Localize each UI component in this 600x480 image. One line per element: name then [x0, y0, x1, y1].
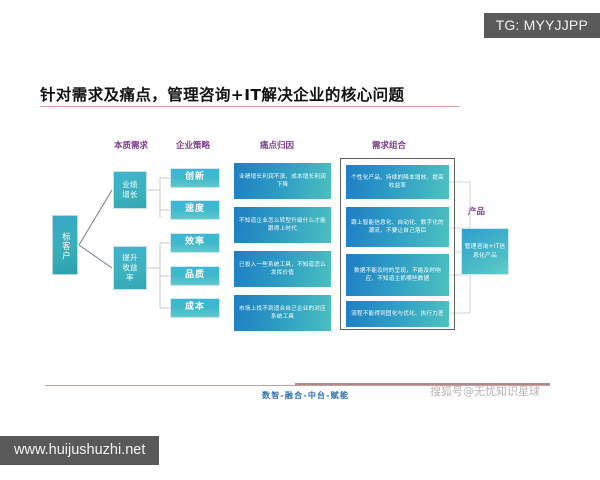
node-strategy-efficiency[interactable]: 效率	[170, 233, 220, 253]
column-header-pain-points: 痛点归因	[260, 141, 295, 151]
footer-divider	[45, 385, 550, 386]
node-demand-2[interactable]: 跟上智能信息化、自动化、数字化的潮流，不要让自己落后	[346, 207, 449, 247]
node-demand-3[interactable]: 数据不能及时的呈现，不能及时响应、不知道主抓哪些数据	[346, 254, 449, 296]
column-header-product: 产品	[468, 207, 486, 217]
node-strategy-cost[interactable]: 成本	[170, 298, 220, 318]
watermark-url: www.huijushuzhi.net	[0, 435, 160, 465]
watermark-sohu: 搜狐号@无忧知识星球	[430, 385, 540, 398]
footer-divider-accent	[295, 383, 550, 385]
node-pain-point-4[interactable]: 市场上找不到适合自己企业的对应系统工具	[234, 295, 331, 331]
node-target-customer-label: 标客户	[60, 232, 71, 261]
node-product[interactable]: 管理咨询+IT信息化产品	[461, 228, 509, 275]
need-1-line1: 提升	[122, 253, 138, 263]
node-pain-point-2[interactable]: 不知道企业怎么转型升级什么才能跟得上时代	[234, 207, 331, 243]
column-header-demand-combination: 需求组合	[372, 141, 407, 151]
node-pain-point-3[interactable]: 已投入一些系统工具，不知道怎么发挥价值	[234, 251, 331, 287]
node-demand-4[interactable]: 流程不能得到固化与优化、执行力差	[346, 301, 449, 327]
column-header-enterprise-strategy: 企业策略	[176, 141, 211, 151]
need-1-line3: 率	[126, 272, 134, 282]
node-target-customer[interactable]: 标客户	[52, 215, 78, 275]
need-1-line2: 收益	[122, 263, 138, 273]
footer-tagline: 数智-融合-中台-赋能	[262, 391, 350, 400]
node-need-profit-improvement[interactable]: 提升 收益 率	[113, 246, 147, 290]
node-strategy-innovation[interactable]: 创新	[170, 168, 220, 188]
node-need-performance-growth[interactable]: 业绩 增长	[113, 171, 147, 209]
title-underline	[40, 106, 460, 107]
demand-group-frame	[340, 158, 455, 330]
need-0-line1: 业绩	[122, 180, 138, 190]
page-title: 针对需求及痛点，管理咨询+IT解决企业的核心问题	[40, 86, 405, 104]
node-strategy-quality[interactable]: 品质	[170, 266, 220, 286]
column-header-essential-needs: 本质需求	[114, 141, 149, 151]
need-0-line2: 增长	[122, 190, 138, 199]
node-strategy-speed[interactable]: 速度	[170, 200, 220, 220]
watermark-telegram: TG: MYYJJPP	[483, 13, 600, 38]
node-pain-point-1[interactable]: 业绩增长利润不涨、成本增长利润下降	[234, 163, 331, 199]
node-demand-1[interactable]: 个性化产品、持续的降本增效、提高收益率	[346, 165, 449, 199]
